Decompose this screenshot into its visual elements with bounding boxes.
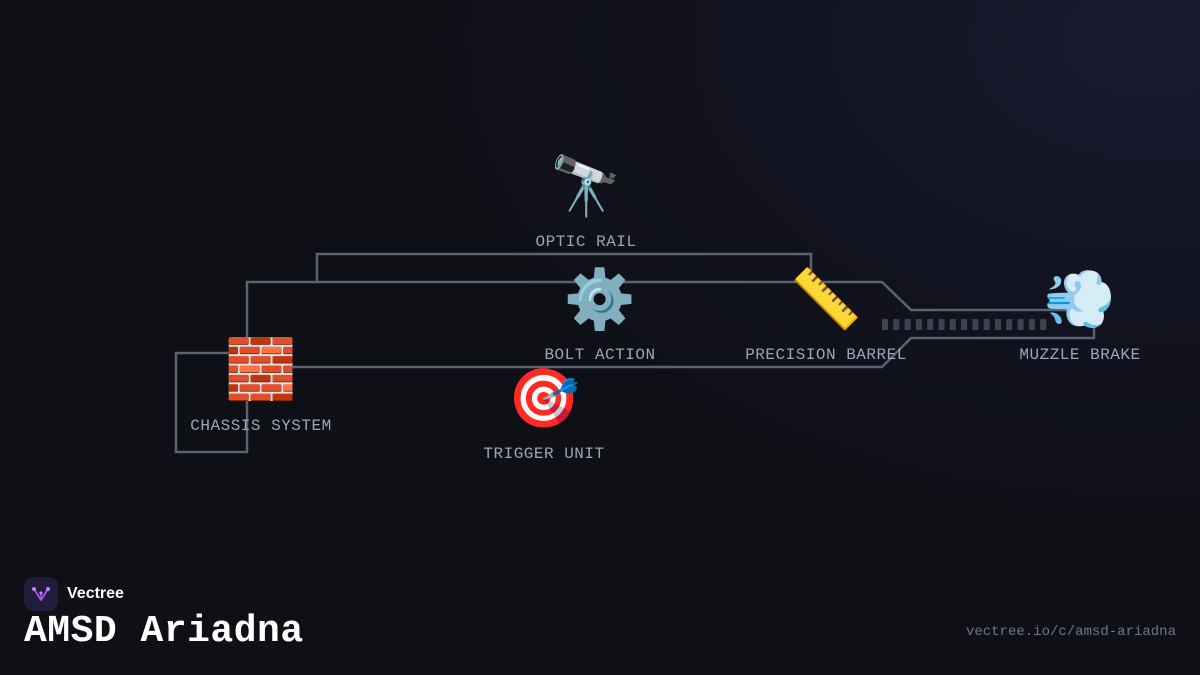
- receiver-outline: [245, 280, 1096, 369]
- stock-outline: [174, 351, 249, 454]
- barrel-rifling-dashes: [882, 319, 1047, 330]
- source-url[interactable]: vectree.io/c/amsd-ariadna: [965, 624, 1176, 640]
- gear-icon: ⚙️: [563, 265, 637, 333]
- page-title: AMSD Ariadna: [24, 610, 304, 653]
- node-label-trigger-unit: TRIGGER UNIT: [483, 445, 605, 463]
- telescope-icon: 🔭: [549, 152, 623, 220]
- vectree-logo-icon: [24, 577, 58, 611]
- ruler-icon: 📏: [789, 265, 863, 333]
- node-label-muzzle-brake: MUZZLE BRAKE: [1019, 346, 1141, 364]
- dash-icon: 💨: [1043, 265, 1117, 333]
- node-label-chassis-system: CHASSIS SYSTEM: [190, 417, 332, 435]
- target-icon: 🎯: [507, 364, 581, 432]
- optic-rail-line: [315, 252, 813, 282]
- brand-name: Vectree: [67, 585, 124, 602]
- brick-icon: 🧱: [224, 335, 298, 403]
- node-label-bolt-action: BOLT ACTION: [544, 346, 656, 364]
- brand: Vectree: [24, 577, 124, 611]
- node-label-precision-barrel: PRECISION BARREL: [745, 346, 907, 364]
- node-label-optic-rail: OPTIC RAIL: [535, 233, 637, 251]
